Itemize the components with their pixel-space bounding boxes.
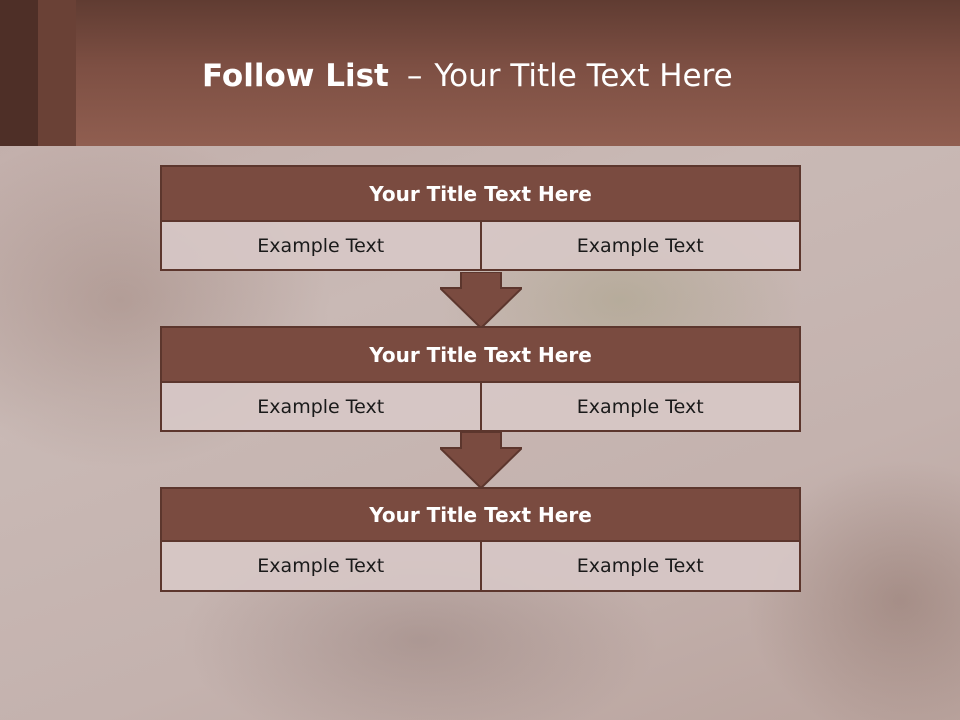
title-separator: – — [406, 58, 423, 94]
down-arrow-icon — [440, 432, 522, 488]
step-cell-right: Example Text — [479, 542, 800, 590]
down-arrow-icon — [440, 272, 522, 328]
step-cell-right: Example Text — [479, 222, 800, 269]
header-accent-stripe — [0, 0, 38, 146]
title-rest: Your Title Text Here — [434, 58, 733, 94]
step-cell-left: Example Text — [257, 555, 385, 577]
step-row: Example Text Example Text — [160, 542, 801, 592]
step-title: Your Title Text Here — [160, 487, 801, 542]
step-cell-left: Example Text — [257, 234, 385, 257]
step-row: Example Text Example Text — [160, 222, 801, 271]
header-bar — [0, 0, 960, 146]
step-cell-left: Example Text — [257, 395, 385, 418]
title-bold-part: Follow List — [202, 58, 389, 94]
step-title: Your Title Text Here — [160, 165, 801, 222]
step-block-3: Your Title Text Here Example Text Exampl… — [160, 487, 801, 592]
step-title: Your Title Text Here — [160, 326, 801, 383]
step-cell-right: Example Text — [479, 383, 800, 430]
step-block-2: Your Title Text Here Example Text Exampl… — [160, 326, 801, 432]
page-title: Follow List–Your Title Text Here — [202, 54, 733, 98]
header-accent-stripe — [38, 0, 76, 146]
step-block-1: Your Title Text Here Example Text Exampl… — [160, 165, 801, 271]
step-row: Example Text Example Text — [160, 383, 801, 432]
